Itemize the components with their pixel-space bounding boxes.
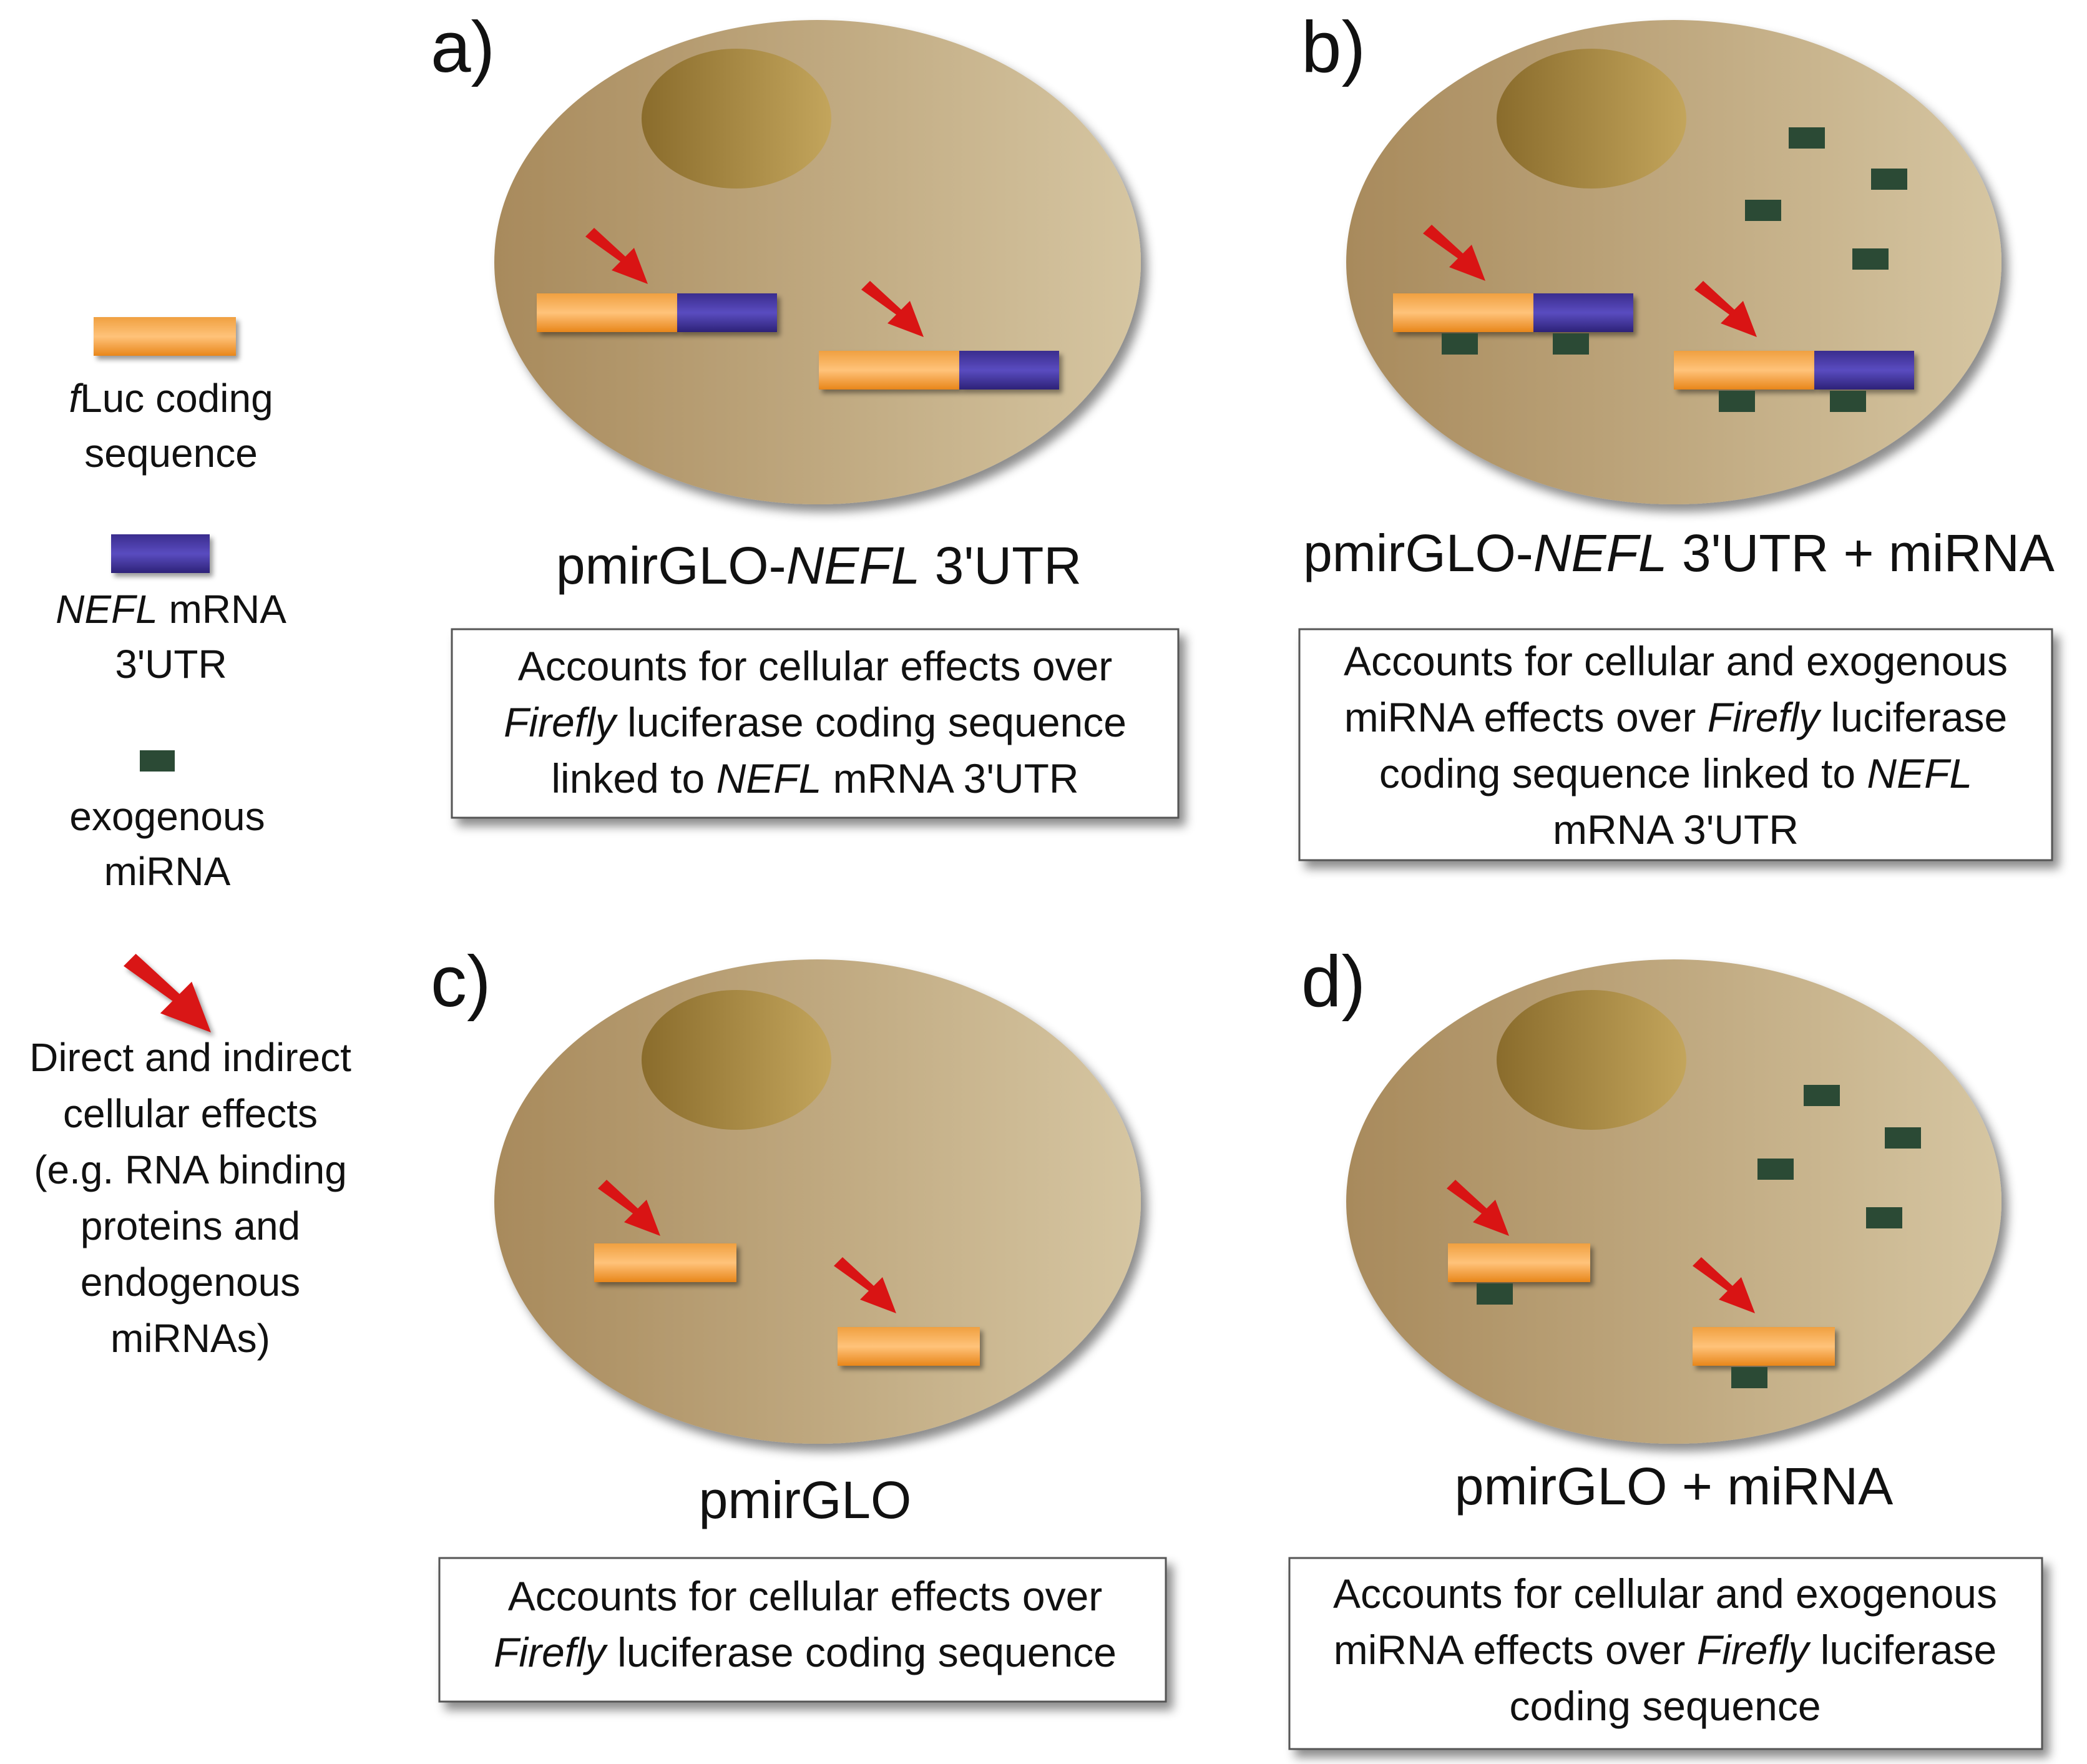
panel-b-desc-line-3: coding sequence linked to NEFL	[1379, 750, 1972, 796]
mirna-bound	[1830, 391, 1866, 412]
legend-arrow-icon	[124, 954, 211, 1032]
mirna-bound	[1719, 391, 1755, 412]
legend-effects-line-6: miRNAs)	[110, 1316, 270, 1361]
legend-effects-line-3: (e.g. RNA binding	[34, 1147, 347, 1192]
panel-a-letter: a)	[431, 6, 495, 87]
nefl-utr-bar	[959, 351, 1059, 390]
fluc-bar	[1674, 351, 1814, 390]
nefl-utr-bar	[1814, 351, 1914, 390]
fluc-bar	[819, 351, 959, 390]
nucleus-c	[642, 990, 831, 1130]
panel-d-desc-line-3: coding sequence	[1509, 1683, 1821, 1729]
mirna	[1866, 1207, 1902, 1228]
nucleus-a	[642, 49, 831, 189]
panel-b-title: pmirGLO-NEFL 3'UTR + miRNA	[1303, 524, 2055, 582]
panel-d-desc-line-1: Accounts for cellular and exogenous	[1333, 1570, 1997, 1617]
panel-d-title: pmirGLO + miRNA	[1455, 1457, 1893, 1516]
mirna-bound	[1442, 333, 1478, 355]
legend-effects-line-5: endogenous	[81, 1260, 300, 1305]
mirna	[1745, 200, 1781, 221]
panel-b-desc-line-1: Accounts for cellular and exogenous	[1344, 638, 2008, 684]
legend-effects-line-4: proteins and	[81, 1203, 300, 1248]
legend-fluc-label: fLuc coding	[69, 376, 273, 421]
panel-a-title: pmirGLO-NEFL 3'UTR	[556, 536, 1082, 595]
legend-nefl-swatch	[111, 534, 210, 573]
nucleus-d	[1497, 990, 1686, 1130]
mirna	[1885, 1127, 1921, 1149]
legend: fLuc coding sequence NEFL mRNA 3'UTR exo…	[29, 317, 351, 1361]
nucleus-b	[1497, 49, 1686, 189]
panel-b-desc-line-4: mRNA 3'UTR	[1553, 806, 1799, 853]
legend-mirna-label-2: miRNA	[104, 849, 231, 894]
fluc-bar	[1448, 1243, 1590, 1282]
legend-nefl-label-2: 3'UTR	[115, 642, 227, 687]
panel-c-desc-box	[438, 1557, 1167, 1703]
legend-fluc-label-2: sequence	[84, 431, 258, 476]
legend-effects-line-1: Direct and indirect	[29, 1035, 351, 1080]
mirna-bound	[1477, 1283, 1513, 1305]
panel-a: a) pmirGLO-NEFL 3'UTR Accounts for cellu…	[431, 6, 1180, 819]
fluc-bar	[594, 1243, 736, 1282]
mirna	[1852, 248, 1889, 270]
panel-c-letter: c)	[431, 941, 491, 1022]
legend-mirna-label: exogenous	[69, 794, 265, 839]
legend-effects-line-2: cellular effects	[63, 1091, 318, 1136]
legend-fluc-swatch	[94, 317, 236, 356]
panel-a-desc-box	[451, 628, 1180, 819]
mirna	[1789, 127, 1825, 149]
fluc-bar	[537, 293, 677, 332]
mirna	[1757, 1159, 1794, 1180]
panel-b-letter: b)	[1301, 6, 1366, 87]
panel-d-desc-line-2: miRNA effects over Firefly luciferase	[1334, 1627, 1997, 1673]
legend-nefl-label: NEFL mRNA	[56, 587, 286, 632]
panel-a-desc-line-2: Firefly luciferase coding sequence	[504, 699, 1127, 745]
legend-mirna-swatch	[140, 750, 175, 772]
nefl-utr-bar	[1533, 293, 1633, 332]
mirna	[1871, 169, 1907, 190]
panel-c-title: pmirGLO	[699, 1471, 912, 1529]
panel-a-desc-line-3: linked to NEFL mRNA 3'UTR	[551, 755, 1078, 801]
nefl-utr-bar	[677, 293, 777, 332]
panel-b: b) pmirGLO-NEFL 3'UTR + miRNA Accounts f…	[1298, 6, 2055, 861]
mirna-bound	[1553, 333, 1589, 355]
fluc-bar	[1693, 1327, 1835, 1366]
panel-d-desc-box	[1288, 1557, 2043, 1750]
panel-c: c) pmirGLO Accounts for cellular effects…	[431, 941, 1167, 1703]
mirna-bound	[1731, 1367, 1767, 1388]
fluc-bar	[1393, 293, 1533, 332]
panel-a-desc-line-1: Accounts for cellular effects over	[518, 643, 1113, 689]
panel-b-desc-line-2: miRNA effects over Firefly luciferase	[1344, 694, 2007, 740]
fluc-bar	[838, 1327, 980, 1366]
panel-d: d) pmirGLO + miRNA Accounts for cellular…	[1288, 941, 2043, 1750]
mirna	[1804, 1085, 1840, 1106]
panel-c-desc-line-1: Accounts for cellular effects over	[508, 1573, 1103, 1619]
panel-d-letter: d)	[1301, 941, 1366, 1022]
panel-b-desc-box	[1298, 628, 2053, 861]
panel-c-desc-line-2: Firefly luciferase coding sequence	[494, 1629, 1117, 1675]
